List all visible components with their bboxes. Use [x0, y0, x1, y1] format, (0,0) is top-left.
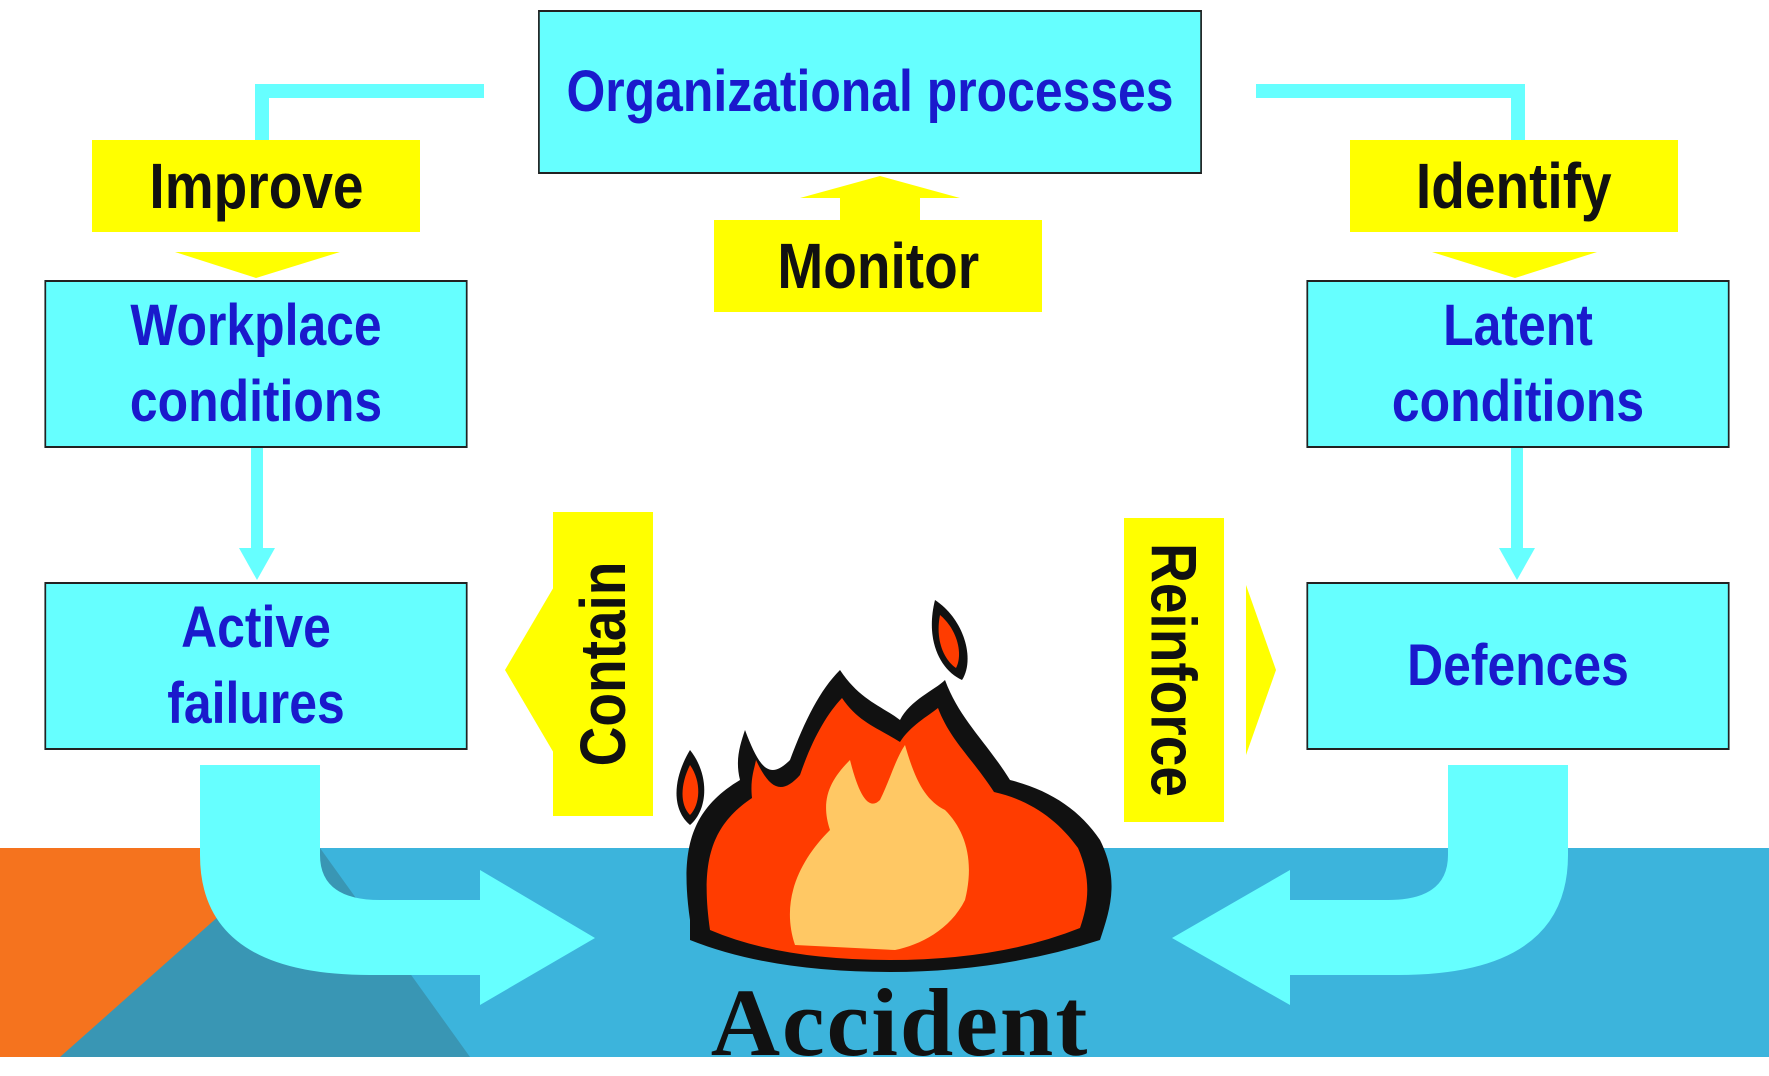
- arrow-latent-head: [1499, 548, 1535, 580]
- box-label: Defences: [1407, 633, 1629, 698]
- orange-corner: [0, 848, 220, 1057]
- tag-improve: Improve: [92, 140, 420, 232]
- reinforce-arrow: [1246, 585, 1276, 755]
- tag-monitor: Monitor: [714, 220, 1042, 312]
- identify-arrow: [1432, 252, 1597, 278]
- tag-reinforce: Reinforce: [1124, 518, 1224, 822]
- connector-right: [1256, 84, 1525, 145]
- tag-contain: Contain: [553, 512, 653, 816]
- tag-label: Monitor: [777, 230, 979, 302]
- box-label: Workplace: [130, 293, 382, 358]
- tag-label: Identify: [1416, 150, 1612, 222]
- box-workplace-conditions: Workplace conditions: [44, 280, 468, 448]
- box-label: Organizational processes: [566, 59, 1174, 124]
- contain-arrow: [505, 585, 555, 755]
- box-label: Active: [181, 595, 331, 660]
- improve-arrow: [175, 252, 340, 278]
- box-label: Latent: [1443, 293, 1593, 358]
- box-defences: Defences: [1306, 582, 1730, 750]
- monitor-arrow-stem: [840, 198, 920, 222]
- tag-label: Improve: [148, 150, 364, 222]
- tag-label: Reinforce: [1138, 543, 1210, 797]
- box-latent-conditions: Latent conditions: [1306, 280, 1730, 448]
- fire-icon: [676, 600, 1112, 972]
- big-arrow-left: [200, 765, 595, 1005]
- arrow-workplace-head: [239, 548, 275, 580]
- monitor-arrow: [800, 176, 960, 198]
- connector-left: [255, 84, 484, 145]
- box-label: conditions: [129, 369, 383, 434]
- box-label: failures: [167, 671, 345, 736]
- big-arrow-right: [1172, 765, 1568, 1005]
- tag-label: Contain: [567, 561, 639, 767]
- accident-label: Accident: [710, 969, 1090, 1076]
- box-active-failures: Active failures: [44, 582, 468, 750]
- box-organizational-processes: Organizational processes: [538, 10, 1202, 174]
- tag-identify: Identify: [1350, 140, 1678, 232]
- box-label: conditions: [1391, 369, 1645, 434]
